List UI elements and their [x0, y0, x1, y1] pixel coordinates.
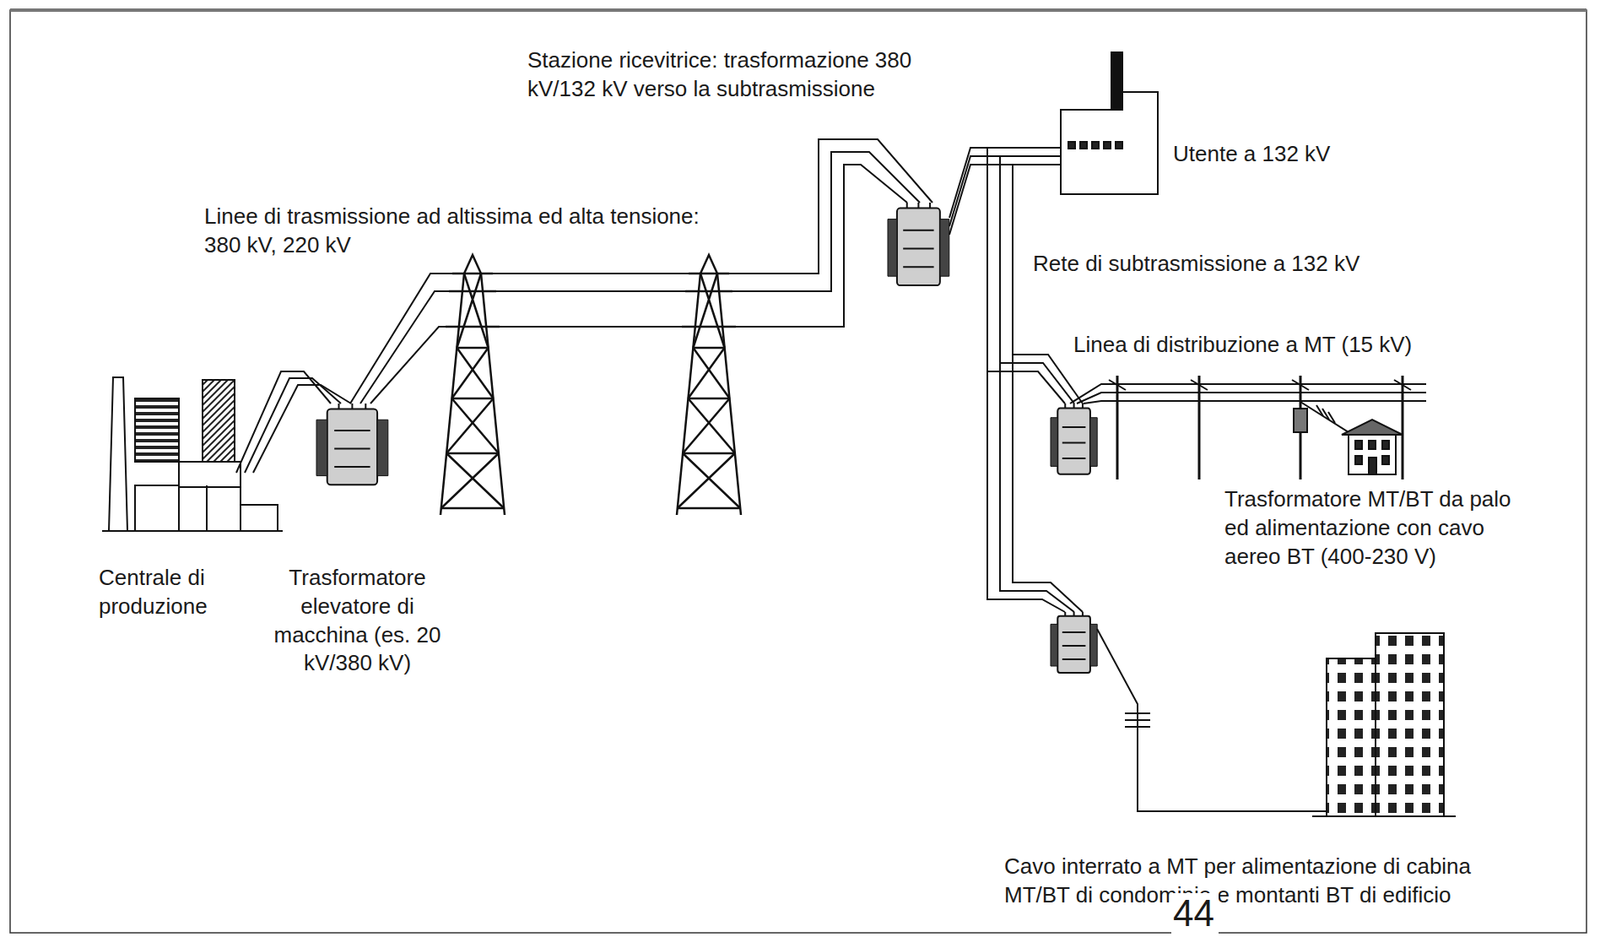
apartment-building: [1312, 632, 1456, 817]
diagram-label: Trasformatore MT/BT da palo ed alimentaz…: [1224, 485, 1514, 571]
factory: [1060, 52, 1158, 195]
mv-overhead-line: [1070, 375, 1427, 480]
receiving-station-transformer: [887, 202, 950, 286]
diagram-label: Utente a 132 kV: [1172, 140, 1334, 169]
diagram-label: Linea di distribuzione a MT (15 kV): [1073, 330, 1416, 360]
diagram-label: Centrale di produzione: [98, 563, 211, 622]
diagram-label: Rete di subtrasmissione a 132 kV: [1032, 249, 1363, 279]
house: [1341, 419, 1403, 475]
diagram-label: Linee di trasmissione ad altissima ed al…: [204, 202, 703, 260]
page-number: 44: [1171, 892, 1219, 934]
step-up-transformer: [316, 403, 389, 485]
transmission-towers: [440, 254, 741, 515]
diagram-label: Stazione ricevitrice: trasformazione 380…: [527, 46, 921, 104]
subtransmission-lines: [949, 147, 1083, 612]
diagram-label: Trasformatore elevatore di macchina (es.…: [265, 563, 449, 678]
diagram-label: Cavo interrato a MT per alimentazione di…: [1004, 852, 1475, 910]
underground-cable: [1097, 628, 1327, 811]
power-plant: [102, 377, 283, 531]
frame: [10, 10, 1587, 933]
mv-transformers: [1050, 403, 1098, 673]
